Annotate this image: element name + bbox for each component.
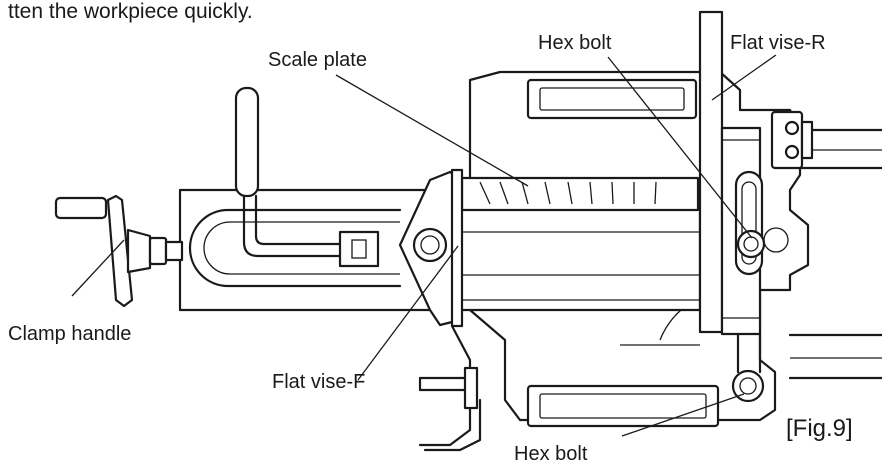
slide-rail [178,188,702,312]
lever-slot [188,208,402,288]
rear-slot-adjuster [734,170,789,276]
lower-hex-bolt-part [731,333,765,403]
lever-handle [234,86,380,268]
label-clamp-handle: Clamp handle [8,323,131,345]
label-flat-vise-r: Flat vise-R [730,32,826,54]
label-hex-bolt-bottom: Hex bolt [514,443,588,465]
figure-label: [Fig.9] [786,415,853,442]
bottom-slot [526,384,720,428]
leader-lines [71,54,777,437]
label-hex-bolt-top: Hex bolt [538,32,612,54]
flat-vise-r-part [698,10,762,336]
intro-text: tten the workpiece quickly. [8,0,253,23]
right-bracket [770,110,814,170]
top-slot [526,78,698,120]
label-scale-plate: Scale plate [268,49,367,71]
clamp-handle-part [54,194,184,308]
label-flat-vise-f: Flat vise-F [272,371,365,393]
right-rails [788,128,882,380]
scale-plate-part [460,176,700,212]
